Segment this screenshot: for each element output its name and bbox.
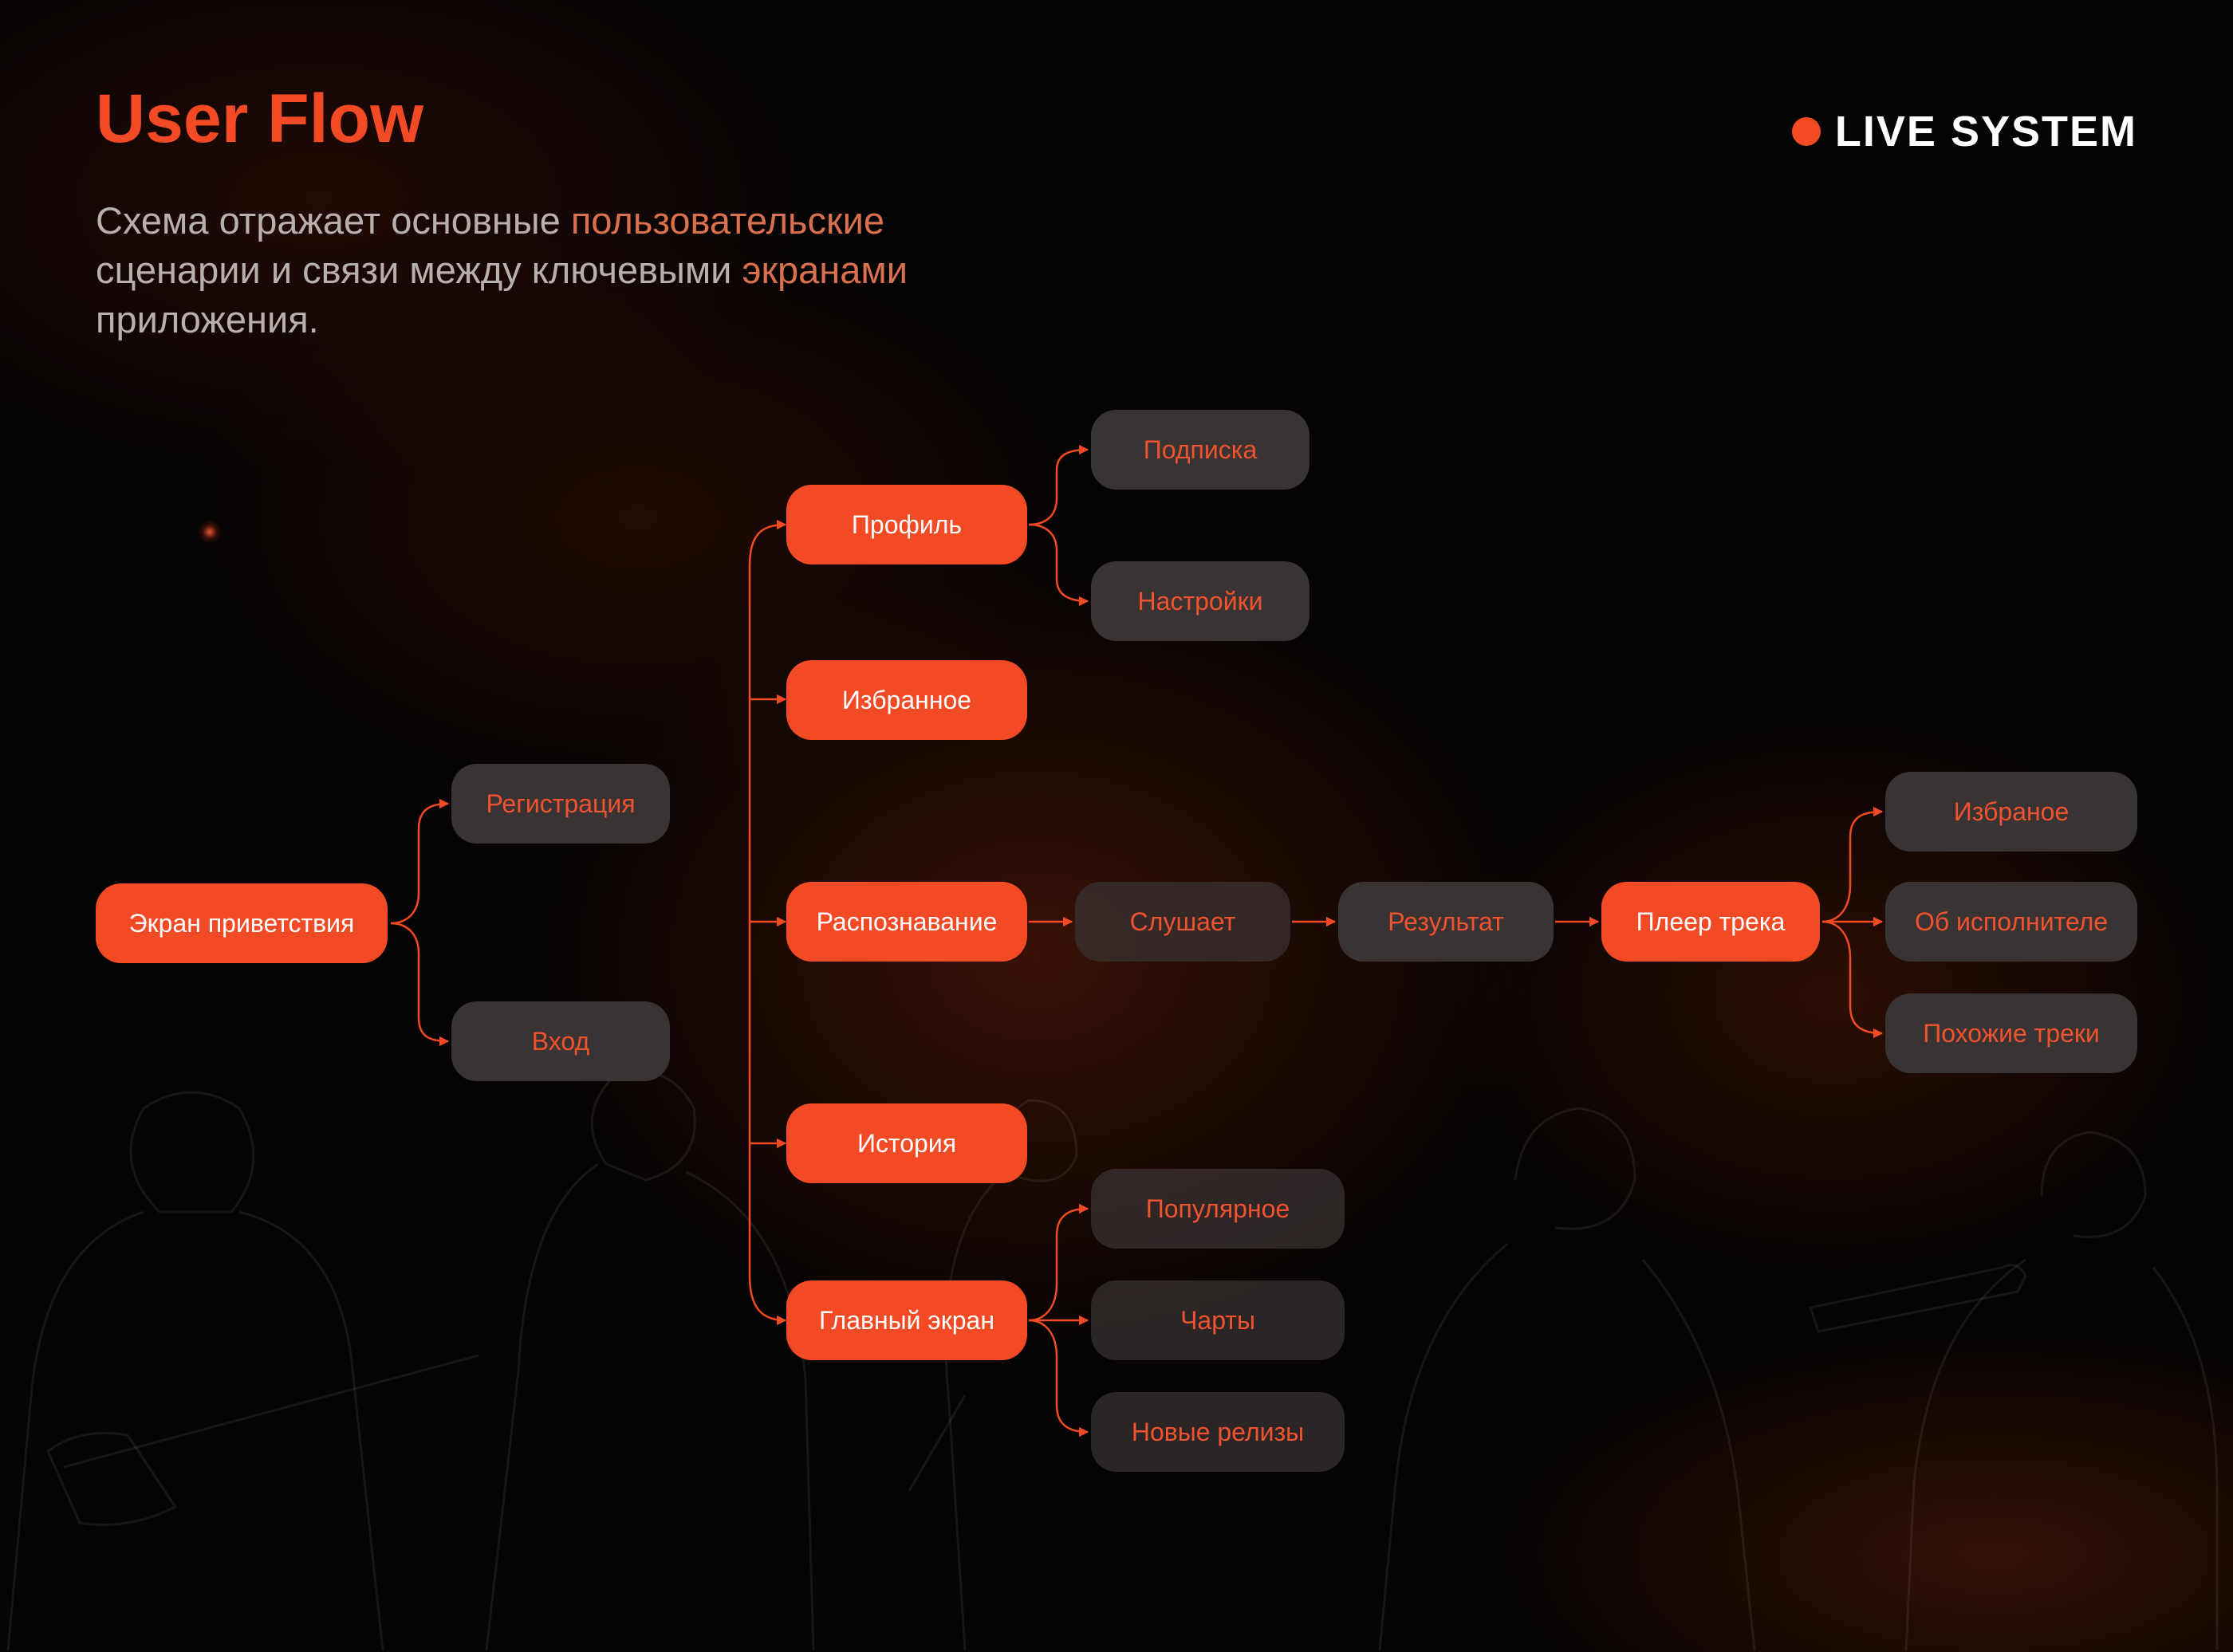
node-popular[interactable]: Популярное xyxy=(1091,1169,1345,1249)
node-about-artist[interactable]: Об исполнителе xyxy=(1885,882,2137,962)
node-profile[interactable]: Профиль xyxy=(786,485,1027,564)
live-system-badge: LIVE SYSTEM xyxy=(1791,107,2137,156)
subtitle-highlight: пользовательские xyxy=(570,199,884,242)
connector-welcome-register xyxy=(390,798,450,925)
node-similar-tracks[interactable]: Похожие треки xyxy=(1885,993,2137,1073)
subtitle-highlight: экранами xyxy=(742,249,908,291)
node-recognition[interactable]: Распознавание xyxy=(786,882,1027,962)
connector-home-new xyxy=(1028,1319,1089,1438)
node-welcome-screen[interactable]: Экран приветствия xyxy=(96,883,388,963)
node-history[interactable]: История xyxy=(786,1103,1027,1183)
connector-profile-settings xyxy=(1028,523,1089,607)
badge-label: LIVE SYSTEM xyxy=(1834,108,2137,155)
connector-welcome-login xyxy=(390,922,450,1047)
node-favorite-track[interactable]: Избраное xyxy=(1885,772,2137,852)
connector-trunk-top xyxy=(748,519,787,567)
node-settings[interactable]: Настройки xyxy=(1091,561,1309,641)
node-listening[interactable]: Слушает xyxy=(1075,882,1290,962)
node-charts[interactable]: Чарты xyxy=(1091,1280,1345,1360)
subtitle-text: сценарии и связи между ключевыми xyxy=(96,249,742,291)
page-subtitle: Схема отражает основные пользовательские… xyxy=(96,196,1053,344)
node-registration[interactable]: Регистрация xyxy=(451,764,670,844)
connector-player-fav xyxy=(1821,806,1884,923)
star-spark xyxy=(198,520,222,544)
connector-home-popular xyxy=(1028,1203,1089,1322)
page-title: User Flow xyxy=(96,81,423,157)
connector-profile-subscription xyxy=(1028,444,1089,526)
node-track-player[interactable]: Плеер трека xyxy=(1601,882,1820,962)
node-login[interactable]: Вход xyxy=(451,1001,670,1081)
node-result[interactable]: Результат xyxy=(1338,882,1554,962)
subtitle-text: приложения. xyxy=(96,298,319,340)
node-subscription[interactable]: Подписка xyxy=(1091,410,1309,490)
live-dot-icon xyxy=(1791,117,1821,146)
node-new-releases[interactable]: Новые релизы xyxy=(1091,1392,1345,1472)
connector-trunk-bottom xyxy=(748,1275,787,1326)
node-home-screen[interactable]: Главный экран xyxy=(786,1280,1027,1360)
node-favorites[interactable]: Избранное xyxy=(786,660,1027,740)
connector-player-similar xyxy=(1821,920,1884,1039)
subtitle-text: Схема отражает основные xyxy=(96,199,571,242)
